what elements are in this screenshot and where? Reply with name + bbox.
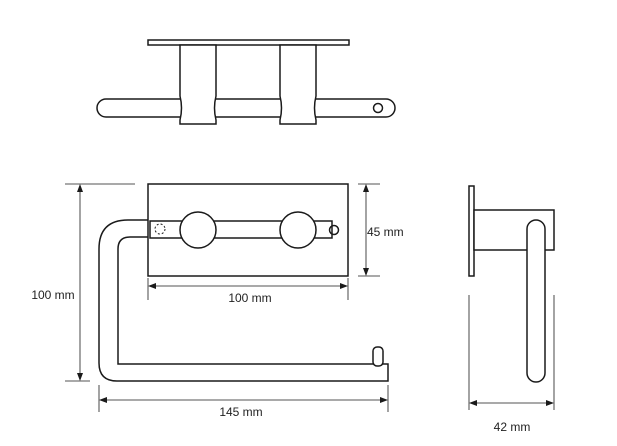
dim-total-width: 145 mm: [98, 385, 389, 419]
front-view-knob-right: [279, 211, 317, 249]
top-view-bar-hole: [372, 102, 384, 114]
top-view: [96, 39, 396, 125]
dim-plate-height: 45 mm: [358, 183, 404, 277]
dim-plate-height-label: 45 mm: [367, 225, 404, 239]
top-view-bar: [96, 98, 396, 118]
front-view-hook: [98, 219, 389, 382]
front-view-hook-tip: [372, 346, 384, 367]
dim-depth-label: 42 mm: [494, 420, 531, 434]
front-view-plate-hole: [328, 224, 340, 236]
side-view: [468, 185, 555, 383]
top-view-post-left: [179, 44, 217, 125]
front-view-knob-left: [179, 211, 217, 249]
dim-total-width-label: 145 mm: [219, 405, 262, 419]
front-view-hidden-hole: [154, 223, 166, 235]
dim-depth: 42 mm: [468, 295, 555, 434]
top-view-plate: [147, 39, 350, 46]
dim-total-height-label: 100 mm: [31, 288, 74, 302]
dim-plate-width: 100 mm: [147, 278, 349, 305]
top-view-post-right: [279, 44, 317, 125]
front-view: [98, 183, 389, 382]
dim-plate-width-label: 100 mm: [228, 291, 271, 305]
side-view-hook: [526, 219, 546, 383]
dim-total-height: 100 mm: [24, 183, 135, 382]
